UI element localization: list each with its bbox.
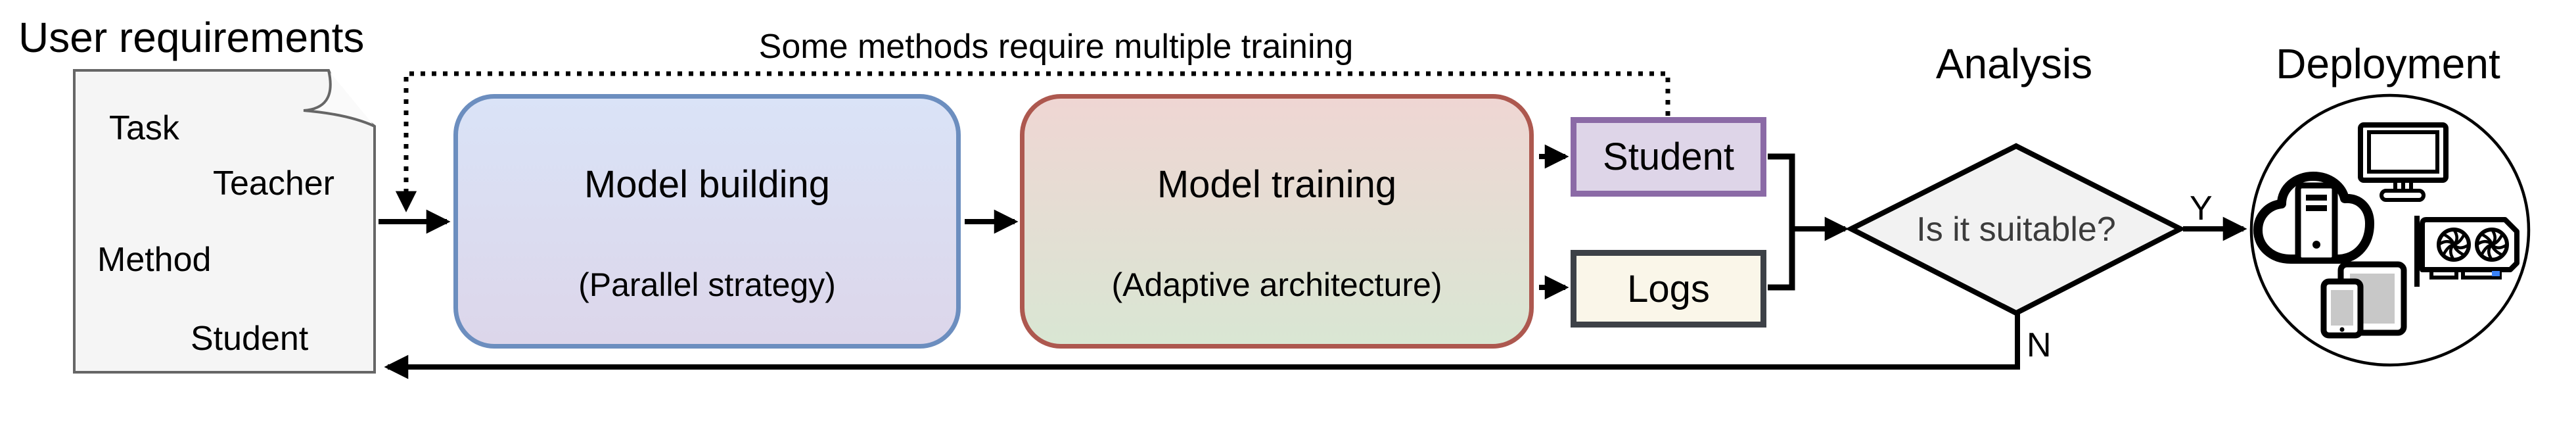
model-building-title: Model building <box>584 163 831 206</box>
model-training-box: Model training (Adaptive architecture) <box>1020 94 1534 349</box>
model-training-title: Model training <box>1157 163 1397 206</box>
user-requirements-title: User requirements <box>18 14 365 61</box>
student-label: Student <box>1603 135 1734 178</box>
gpu-icon <box>2414 216 2519 287</box>
document-corner-fold <box>303 70 375 128</box>
logs-box: Logs <box>1571 250 1766 328</box>
student-box: Student <box>1571 117 1766 197</box>
mobile-devices-icon <box>2320 261 2407 339</box>
merge-connector <box>1768 153 1795 291</box>
doc-item-teacher: Teacher <box>213 164 334 203</box>
deployment-title: Deployment <box>2276 40 2500 87</box>
cloud-server-icon <box>2253 172 2374 264</box>
model-training-subtitle: (Adaptive architecture) <box>1111 266 1442 303</box>
model-building-box: Model building (Parallel strategy) <box>453 94 961 349</box>
analysis-title: Analysis <box>1935 40 2093 87</box>
yes-branch-label: Y <box>2190 189 2213 228</box>
arrow-no-feedback <box>384 314 2020 379</box>
doc-item-student: Student <box>191 320 309 358</box>
doc-item-method: Method <box>97 241 212 279</box>
doc-item-task: Task <box>109 109 179 147</box>
decision-diamond <box>1845 143 2186 316</box>
model-building-subtitle: (Parallel strategy) <box>578 266 836 303</box>
dotted-retrain-arrow <box>395 71 1670 212</box>
logs-label: Logs <box>1627 267 1710 310</box>
decision-question: Is it suitable? <box>1916 210 2116 249</box>
no-branch-label: N <box>2027 326 2052 364</box>
retrain-note: Some methods require multiple training <box>758 28 1354 66</box>
monitor-icon <box>2358 122 2449 202</box>
